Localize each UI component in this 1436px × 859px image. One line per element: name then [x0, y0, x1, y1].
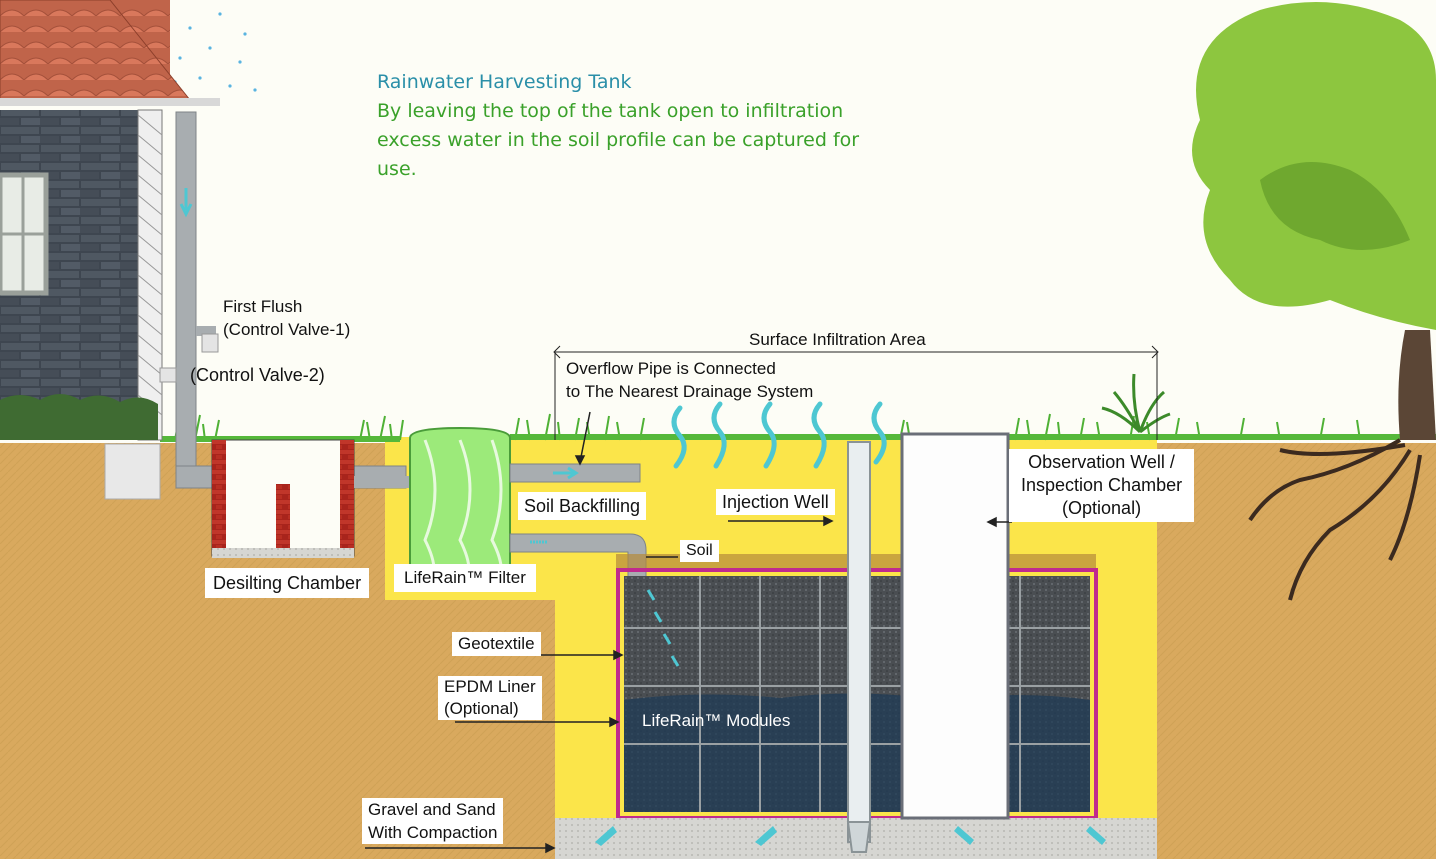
label-epdm-liner: EPDM Liner (Optional)	[438, 676, 542, 720]
label-observation-well: Observation Well / Inspection Chamber (O…	[1009, 449, 1195, 522]
outflow-arrows	[595, 826, 1106, 846]
hedge	[0, 394, 158, 440]
label-liferain-modules: LifeRain™ Modules	[642, 711, 791, 730]
tree-roots	[1248, 438, 1422, 601]
control-valve-2-icon	[159, 367, 177, 383]
label-gravel-sand: Gravel and Sand With Compaction	[362, 798, 504, 844]
label-liferain-filter: LifeRain™ Filter	[394, 564, 536, 592]
grass-strip	[174, 413, 1361, 441]
downpipe	[175, 111, 197, 473]
first-flush-valve-icon	[201, 333, 219, 353]
diagram-title: Rainwater Harvesting Tank	[377, 71, 632, 93]
injection-well	[847, 441, 871, 843]
title-block: Rainwater Harvesting Tank By leaving the…	[377, 68, 867, 184]
label-injection-well: Injection Well	[716, 489, 835, 515]
tree	[1192, 2, 1436, 601]
label-overflow-pipe: Overflow Pipe is Connected to The Neares…	[566, 359, 814, 401]
label-first-flush: First Flush (Control Valve-1)	[223, 297, 351, 339]
label-surface-infiltration: Surface Infiltration Area	[749, 330, 926, 349]
flow-arrow-icon	[179, 188, 193, 218]
label-soil-backfilling: Soil Backfilling	[518, 492, 647, 520]
diagram-description: By leaving the top of the tank open to i…	[377, 100, 860, 180]
label-geotextile: Geotextile	[452, 632, 541, 656]
label-soil: Soil	[680, 540, 719, 562]
foundation-block	[104, 443, 161, 500]
label-control-valve-2: (Control Valve-2)	[190, 365, 325, 385]
shrub	[1101, 373, 1171, 434]
inflow-drops	[646, 589, 680, 667]
callout-pointers	[365, 411, 1012, 854]
observation-well	[900, 432, 1010, 820]
infiltration-arrows	[671, 401, 887, 469]
label-desilting-chamber: Desilting Chamber	[205, 568, 370, 598]
